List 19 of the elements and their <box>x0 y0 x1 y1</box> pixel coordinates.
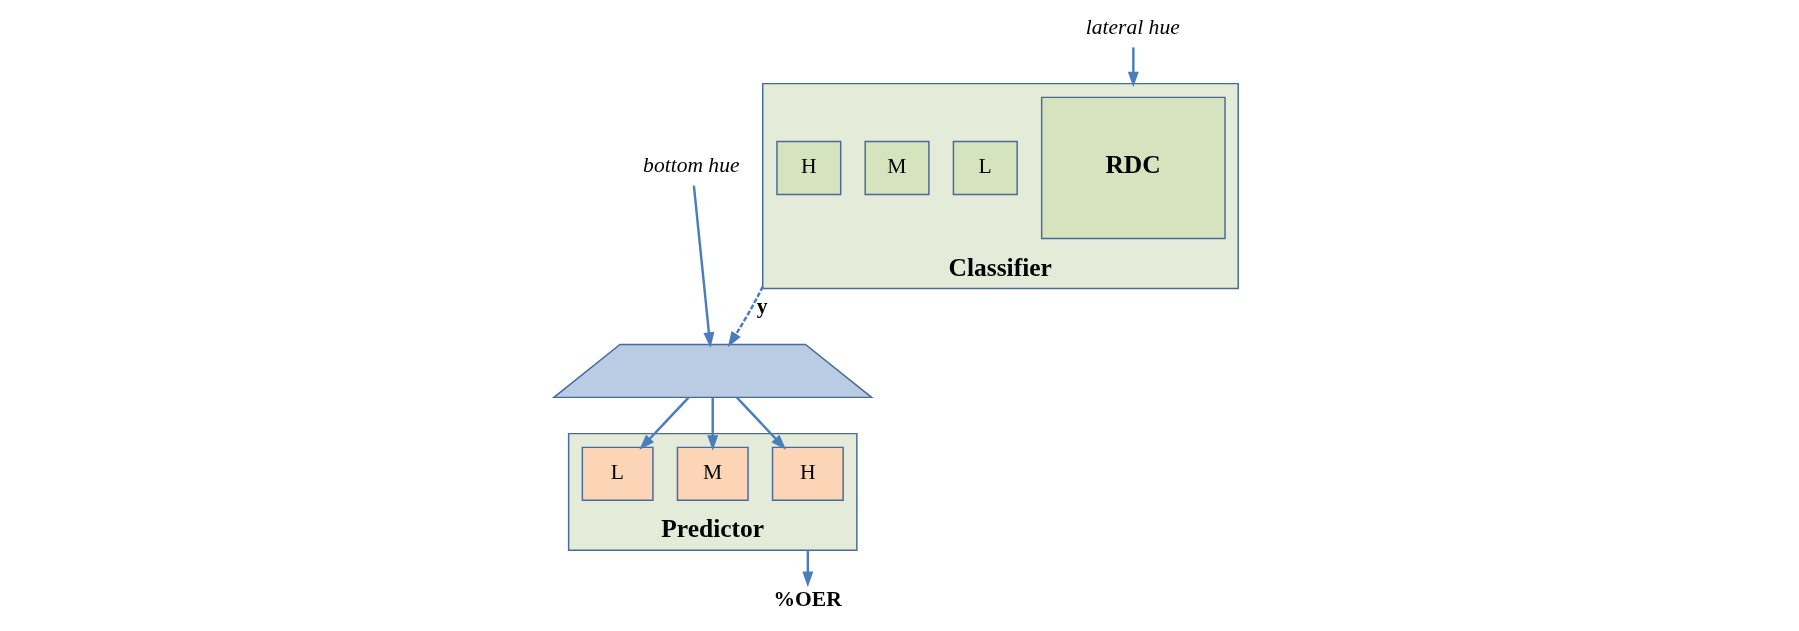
node-box: H <box>775 140 841 196</box>
node-box: L <box>581 446 654 502</box>
node-box: M <box>676 446 749 502</box>
node-box: RDC <box>1040 96 1226 240</box>
node-text: bottom hue <box>642 153 739 178</box>
arrow <box>727 286 764 348</box>
arrow <box>801 550 813 588</box>
arrow <box>706 397 718 451</box>
node-box: H <box>771 446 844 502</box>
node-text: lateral hue <box>1085 15 1180 40</box>
node-text: %OER <box>773 586 842 611</box>
node-box: M <box>863 140 930 196</box>
arrow <box>692 185 714 348</box>
node-trapezoid <box>551 343 874 399</box>
arrow <box>1127 47 1139 88</box>
arrow <box>735 396 786 450</box>
node-box: L <box>952 140 1018 196</box>
arrow <box>638 396 689 450</box>
edge-label: y <box>756 293 768 318</box>
